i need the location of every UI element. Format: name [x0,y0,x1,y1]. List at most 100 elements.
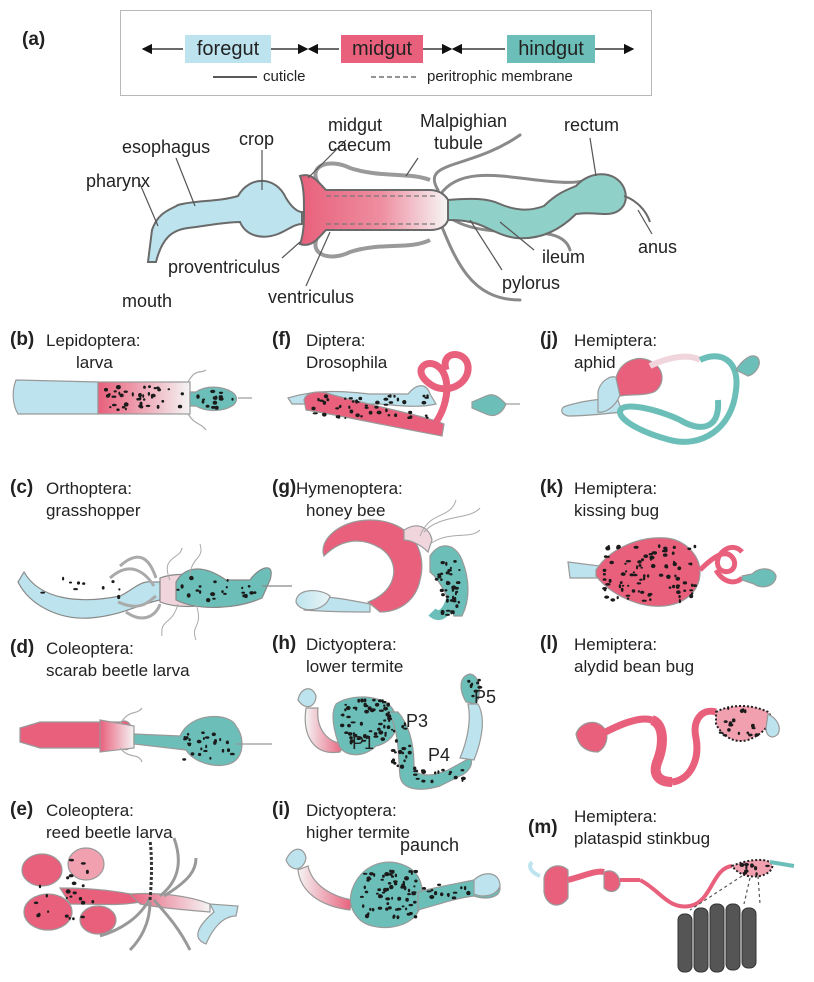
bacteria-dot [86,870,89,874]
bacteria-dot [397,398,399,402]
bacteria-dot [201,731,205,734]
bacteria-dot [344,398,346,400]
bacteria-dot [223,593,227,595]
bacteria-dot [112,404,117,407]
bacteria-dot [755,872,757,875]
bacteria-dot [91,900,94,903]
bacteria-dot [108,393,111,396]
bacteria-dot [476,681,479,684]
bacteria-dot [385,409,388,413]
bacteria-dot [241,587,243,590]
label-termite-p1: P1 [352,734,374,752]
bacteria-dot [143,398,145,401]
bacteria-dot [360,699,364,703]
bacteria-dot [125,408,127,411]
bacteria-dot [627,585,629,587]
bacteria-dot [378,699,382,702]
bacteria-dot [604,596,609,599]
bacteria-dot [73,588,78,590]
bacteria-dot [249,591,254,595]
bacteria-dot [241,592,245,594]
bacteria-dot [326,398,329,401]
bacteria-dot [674,575,676,578]
bacteria-dot [203,737,205,740]
bacteria-dot [448,773,451,775]
bacteria-dot [638,590,640,593]
bacteria-dot [651,564,656,568]
bacteria-dot [398,750,402,754]
bacteria-dot [373,735,378,738]
bacteria-dot [466,891,470,895]
crypt-detail [678,904,756,972]
bacteria-dot [405,755,407,759]
bacteria-dot [358,397,362,401]
bacteria-dot [377,888,381,891]
bacteria-dot [181,584,184,588]
bacteria-dot [102,586,105,590]
bacteria-dot [388,414,391,416]
bacteria-dot [402,400,406,404]
bacteria-dot [446,571,449,574]
bacteria-dot [640,567,643,569]
bacteria-dot [400,886,404,889]
bacteria-dot [625,570,627,572]
bacteria-dot [666,566,668,569]
bacteria-dot [397,765,400,768]
bacteria-dot [198,753,201,756]
bacteria-dot [395,874,397,878]
bacteria-dot [206,405,210,408]
bacteria-dot [616,545,621,549]
bacteria-dot [151,394,153,398]
bacteria-dot [449,573,452,575]
bacteria-dot [191,752,195,755]
bacteria-dot [441,593,445,596]
bacteria-dot [369,730,373,732]
bacteria-dot [724,720,728,723]
bacteria-dot [689,589,693,591]
bacteria-dot [647,594,651,596]
bacteria-dot [66,889,71,893]
bacteria-dot [157,405,160,409]
bacteria-dot [422,887,426,890]
gut-hemiptera-kissing-bug [568,538,776,606]
bacteria-dot [189,576,194,580]
bacteria-dot [676,590,681,594]
bacteria-dot [73,891,77,894]
bacteria-dot [374,732,378,735]
bacteria-dot [66,897,68,899]
bacteria-dot [452,896,457,899]
bacteria-dot [206,598,210,602]
bacteria-dot [743,872,747,875]
bacteria-dot [140,402,143,406]
bacteria-dot [385,713,389,716]
bacteria-dot [114,390,117,392]
bacteria-dot [66,876,69,879]
bacteria-dot [445,589,448,591]
bacteria-dot [335,407,339,409]
bacteria-dot [441,769,445,772]
bacteria-dot [342,713,344,716]
bacteria-dot [391,749,396,752]
bacteria-dot [688,563,691,565]
bacteria-dot [427,890,432,892]
bacteria-dot [212,733,216,737]
bacteria-dot [40,592,45,594]
bacteria-dot [437,884,441,886]
bacteria-dot [637,582,642,584]
bacteria-dot [378,723,383,726]
bacteria-dot [375,703,379,707]
bacteria-dot [755,733,760,736]
bacteria-dot [393,730,395,733]
bacteria-dot [383,725,385,729]
gut-scarab-beetle-larva [20,708,272,765]
bacteria-dot [727,728,731,732]
bacteria-dot [138,393,142,397]
bacteria-dot [369,872,374,875]
bacteria-dot [81,862,86,865]
bacteria-dot [446,598,449,602]
bacteria-dot [422,401,427,405]
bacteria-dot [196,589,200,592]
bacteria-dot [82,884,85,887]
bacteria-dot [377,728,381,731]
bacteria-dot [124,402,129,406]
